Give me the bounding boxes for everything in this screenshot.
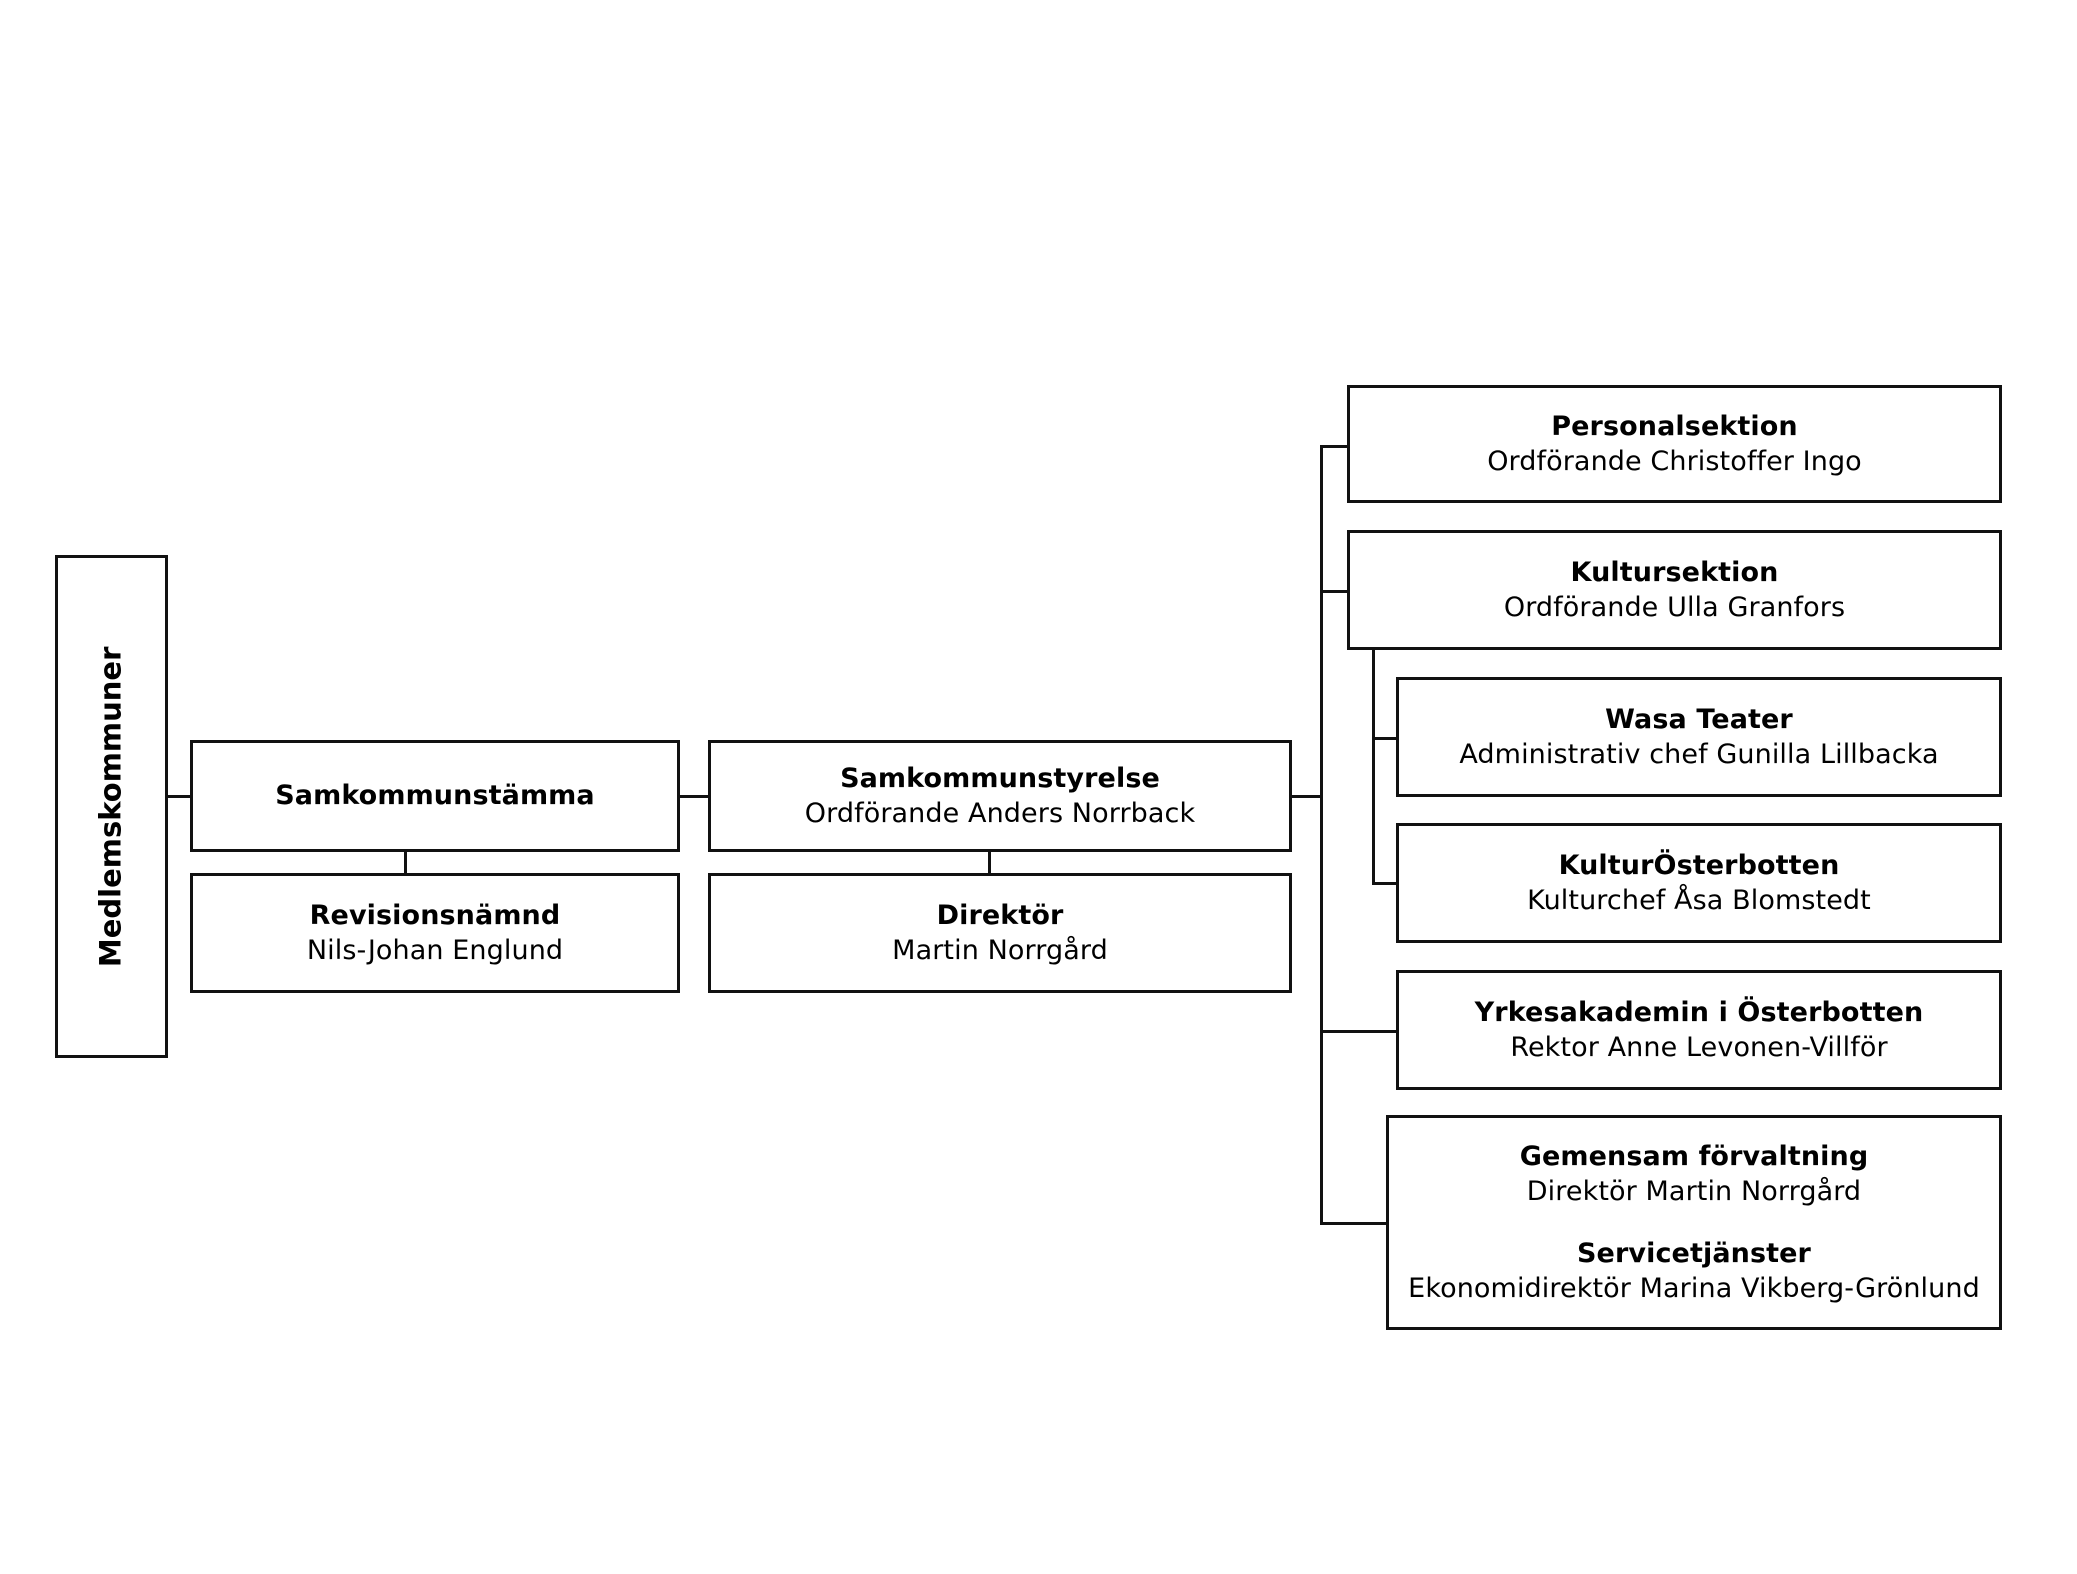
connector-spine-to-yrkesakademin — [1320, 1030, 1398, 1033]
connector-styrelse-to-direktor — [988, 852, 991, 873]
connector-styrelse-to-spine — [1292, 795, 1323, 798]
node-direktor-subtitle: Martin Norrgård — [892, 935, 1108, 966]
node-yrkesakademin[interactable]: Yrkesakademin i Österbotten Rektor Anne … — [1396, 970, 2002, 1090]
connector-stamma-to-styrelse — [680, 795, 708, 798]
node-direktor[interactable]: Direktör Martin Norrgård — [708, 873, 1292, 993]
connector-main-spine — [1320, 445, 1323, 1225]
node-servicetjanster-title: Servicetjänster — [1577, 1237, 1811, 1269]
node-wasa-teater-title: Wasa Teater — [1605, 703, 1793, 735]
node-revisionsnamnd[interactable]: Revisionsnämnd Nils-Johan Englund — [190, 873, 680, 993]
node-yrkesakademin-title: Yrkesakademin i Österbotten — [1474, 996, 1924, 1028]
node-kultursektion-subtitle: Ordförande Ulla Granfors — [1503, 592, 1846, 623]
node-medlemskommuner[interactable]: Medlemskommuner — [55, 555, 168, 1058]
node-direktor-title: Direktör — [936, 899, 1064, 931]
connector-subspine-to-wasa — [1372, 737, 1398, 740]
connector-spine-to-personalsektion — [1320, 445, 1350, 448]
node-samkommunstamma-title: Samkommunstämma — [275, 780, 595, 812]
node-gemensam-forvaltning-subtitle: Direktör Martin Norrgård — [1526, 1176, 1862, 1208]
node-samkommunstyrelse-title: Samkommunstyrelse — [840, 762, 1160, 794]
node-personalsektion-subtitle: Ordförande Christoffer Ingo — [1487, 446, 1862, 477]
connector-spine-to-kultursektion — [1320, 590, 1350, 593]
node-personalsektion[interactable]: Personalsektion Ordförande Christoffer I… — [1347, 385, 2002, 503]
node-servicetjanster-subtitle: Ekonomidirektör Marina Vikberg-Grönlund — [1408, 1272, 1980, 1304]
node-wasa-teater-subtitle: Administrativ chef Gunilla Lillbacka — [1459, 739, 1939, 770]
node-kultursektion-title: Kultursektion — [1570, 556, 1779, 588]
node-gemensam-forvaltning-title: Gemensam förvaltning — [1519, 1141, 1869, 1173]
node-samkommunstamma[interactable]: Samkommunstämma — [190, 740, 680, 852]
node-revisionsnamnd-subtitle: Nils-Johan Englund — [306, 935, 564, 966]
node-samkommunstyrelse-subtitle: Ordförande Anders Norrback — [804, 798, 1196, 829]
node-wasa-teater[interactable]: Wasa Teater Administrativ chef Gunilla L… — [1396, 677, 2002, 797]
connector-spine-to-gemensam — [1320, 1222, 1388, 1225]
node-gemensam-forvaltning[interactable]: Gemensam förvaltning Direktör Martin Nor… — [1386, 1115, 2002, 1330]
node-kulturosterbotten-title: KulturÖsterbotten — [1558, 849, 1840, 881]
node-kulturosterbotten[interactable]: KulturÖsterbotten Kulturchef Åsa Blomste… — [1396, 823, 2002, 943]
node-revisionsnamnd-title: Revisionsnämnd — [309, 899, 561, 931]
node-personalsektion-title: Personalsektion — [1551, 410, 1798, 442]
connector-subspine-to-kulturosterbotten — [1372, 882, 1398, 885]
connector-kultursektion-subspine — [1372, 650, 1375, 885]
connector-stamma-to-revision — [404, 852, 407, 873]
node-kultursektion[interactable]: Kultursektion Ordförande Ulla Granfors — [1347, 530, 2002, 650]
node-kulturosterbotten-subtitle: Kulturchef Åsa Blomstedt — [1527, 885, 1871, 916]
node-yrkesakademin-subtitle: Rektor Anne Levonen-Villför — [1510, 1032, 1888, 1063]
node-medlemskommuner-label: Medlemskommuner — [93, 646, 128, 967]
connector-medlemskommuner-to-stamma — [168, 795, 190, 798]
node-samkommunstyrelse[interactable]: Samkommunstyrelse Ordförande Anders Norr… — [708, 740, 1292, 852]
